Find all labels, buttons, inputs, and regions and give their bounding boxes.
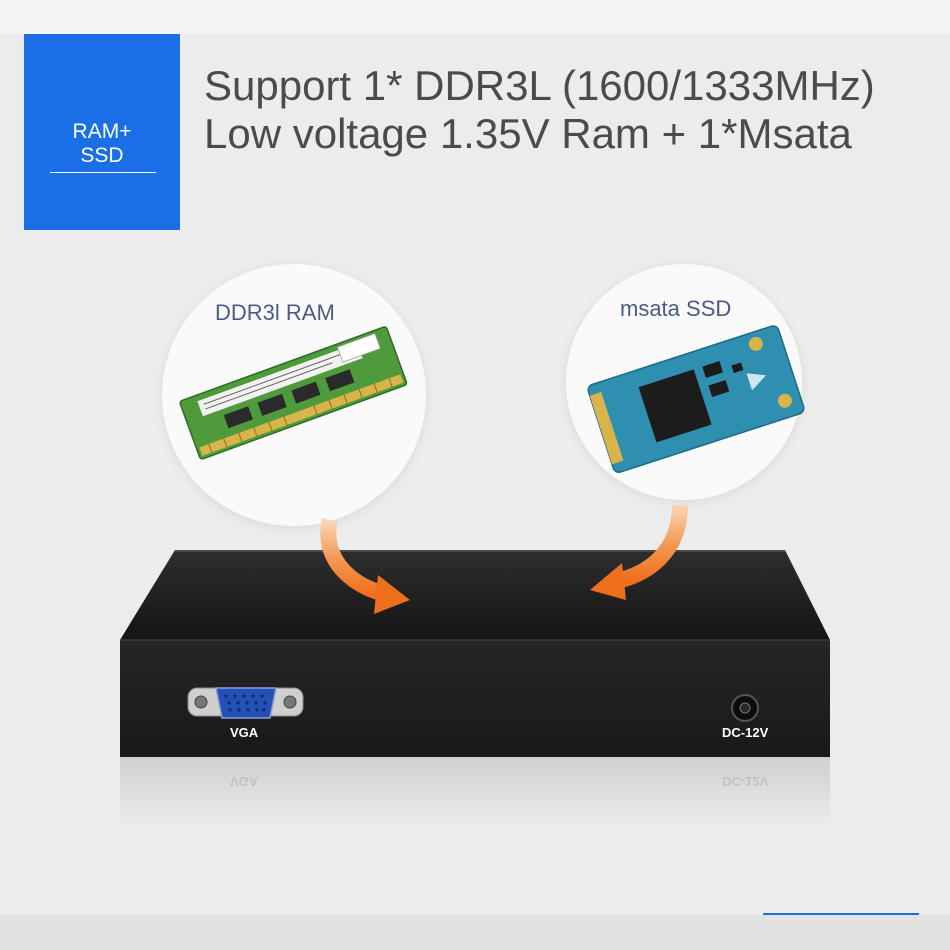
vga-port-icon xyxy=(187,687,304,719)
ssd-callout-label: msata SSD xyxy=(620,296,732,321)
top-strip xyxy=(0,0,950,34)
vga-label-reflection: VGA xyxy=(230,774,259,789)
headline-line-1: Support 1* DDR3L (1600/1333MHz) xyxy=(204,62,875,109)
mini-pc-device xyxy=(120,550,830,757)
ram-callout-label: DDR3l RAM xyxy=(215,300,335,325)
badge-line-1: RAM+ xyxy=(72,120,132,143)
dc-power-jack-icon xyxy=(731,694,759,722)
category-badge: RAM+ SSD xyxy=(24,34,180,230)
vga-port-label: VGA xyxy=(230,725,259,740)
badge-underline xyxy=(50,172,156,173)
msata-ssd-image xyxy=(587,325,805,473)
bottom-accent-line xyxy=(763,913,919,915)
ram-module-image xyxy=(179,326,408,460)
power-label-reflection: DC-12V xyxy=(722,774,769,789)
badge-line-2: SSD xyxy=(80,144,124,167)
device-reflection xyxy=(120,757,830,827)
ssd-arrow-icon xyxy=(610,504,688,590)
bottom-strip xyxy=(0,915,950,950)
device-top-panel xyxy=(120,550,830,640)
headline-line-2: Low voltage 1.35V Ram + 1*Msata xyxy=(204,110,852,157)
power-port-label: DC-12V xyxy=(722,725,769,740)
